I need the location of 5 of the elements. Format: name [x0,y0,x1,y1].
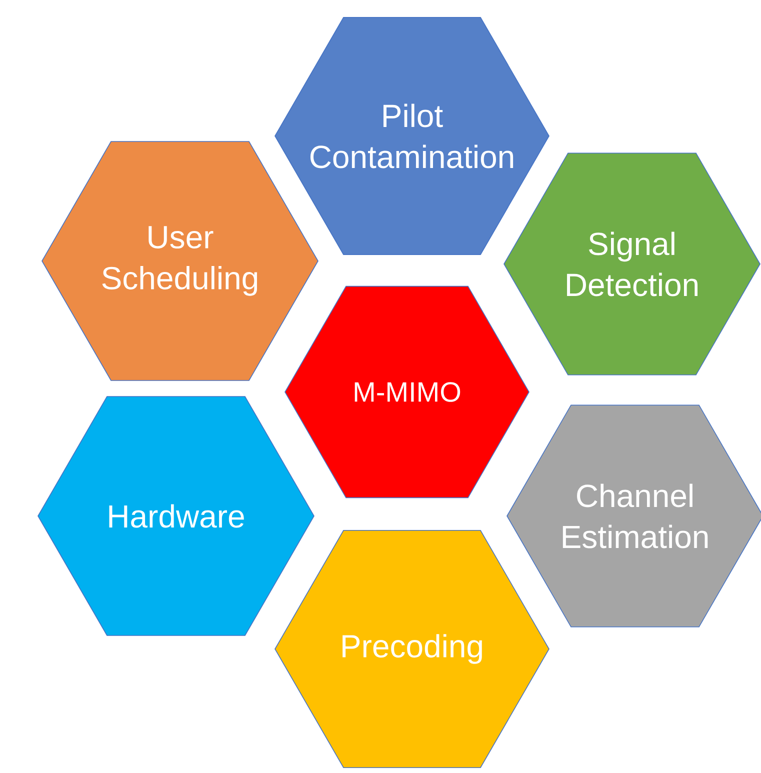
hexagon: Precoding [274,530,550,768]
hexagon: Hardware [38,396,314,636]
hexagon: Pilot Contamination [274,17,550,255]
hexagon: Channel Estimation [506,404,761,628]
hexagon: M-MIMO [284,286,530,498]
